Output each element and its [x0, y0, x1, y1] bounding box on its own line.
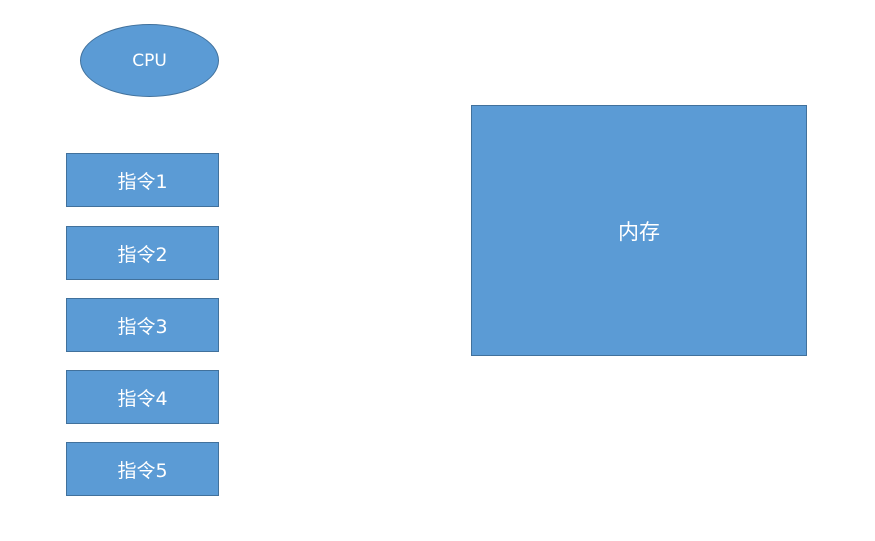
instruction-box-5: 指令5	[66, 442, 219, 496]
instruction-label: 指令3	[117, 315, 168, 338]
instruction-box-3: 指令3	[66, 298, 219, 352]
cpu-node: CPU	[80, 24, 219, 97]
instruction-box-4: 指令4	[66, 370, 219, 424]
instruction-label: 指令5	[117, 459, 168, 482]
instruction-label: 指令1	[117, 170, 168, 193]
cpu-label: CPU	[132, 50, 167, 71]
instruction-label: 指令2	[117, 243, 168, 266]
instruction-label: 指令4	[117, 387, 168, 410]
memory-block: 内存	[471, 105, 807, 356]
instruction-box-1: 指令1	[66, 153, 219, 207]
memory-label: 内存	[618, 219, 660, 244]
instruction-box-2: 指令2	[66, 226, 219, 280]
